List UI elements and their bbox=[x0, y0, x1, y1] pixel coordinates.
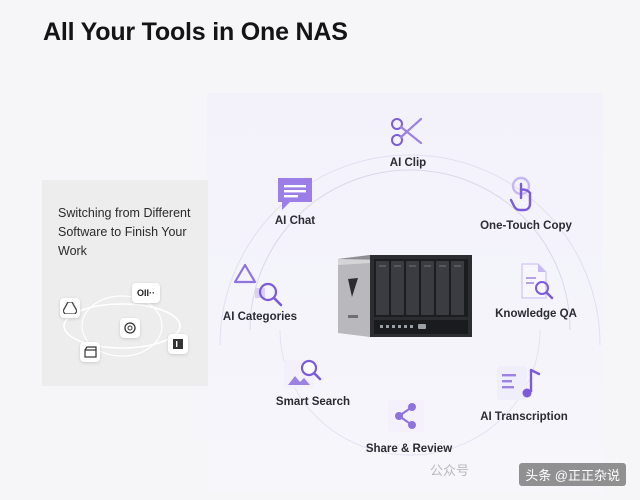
feature-one-touch-copy: One-Touch Copy bbox=[480, 220, 572, 232]
feature-ai-categories: AI Categories bbox=[222, 311, 298, 323]
feature-share-review: Share & Review bbox=[365, 443, 453, 455]
gpt-app-icon bbox=[120, 318, 140, 338]
clapper-app-icon bbox=[80, 342, 100, 362]
feature-ai-transcription: AI Transcription bbox=[480, 411, 568, 423]
document-search-icon bbox=[518, 262, 558, 307]
feature-smart-search: Smart Search bbox=[275, 396, 351, 408]
categories-icon bbox=[233, 262, 285, 313]
feature-ai-chat: AI Chat bbox=[274, 215, 316, 227]
watermark-faint: 公众号 bbox=[430, 463, 470, 478]
feature-knowledge-qa: Knowledge QA bbox=[495, 308, 577, 320]
share-icon bbox=[386, 398, 426, 439]
drive-app-icon bbox=[60, 298, 80, 318]
page-title: All Your Tools in One NAS bbox=[43, 18, 348, 46]
software-switching-card: Switching from Different Software to Fin… bbox=[42, 180, 208, 386]
editor-app-icon bbox=[168, 334, 188, 354]
feature-ai-clip: AI Clip bbox=[389, 157, 427, 169]
switching-text: Switching from Different Software to Fin… bbox=[58, 206, 191, 258]
scattered-apps-diagram bbox=[63, 295, 181, 357]
nas-device-image bbox=[338, 253, 474, 344]
image-search-icon bbox=[283, 357, 323, 396]
scissors-icon bbox=[389, 115, 425, 154]
transcription-icon bbox=[495, 364, 543, 409]
watermark-label: 头条 @正正杂说 bbox=[519, 463, 626, 486]
touch-icon bbox=[508, 176, 538, 217]
audio-app-icon: OII·· bbox=[132, 283, 160, 303]
chat-icon bbox=[276, 176, 314, 217]
